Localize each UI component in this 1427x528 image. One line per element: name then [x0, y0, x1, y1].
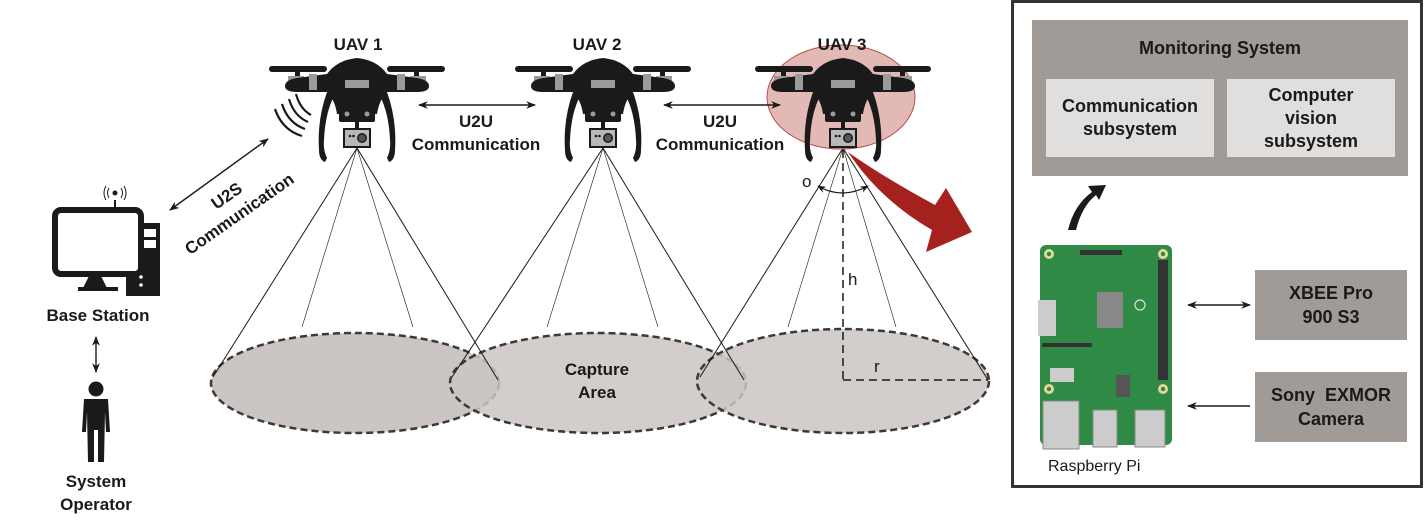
height-label: h	[848, 270, 857, 289]
computer-vision-subsystem-box[interactable]: Computer vision subsystem	[1227, 79, 1395, 157]
u2s-arrow	[169, 138, 269, 211]
capture-areas	[209, 327, 991, 435]
camera-module-label: Sony EXMOR Camera	[1270, 385, 1397, 429]
callout-arrow-icon	[848, 152, 972, 252]
uav-3-label: UAV 3	[818, 35, 867, 54]
computer-vision-subsystem-label: Computer vision subsystem	[1263, 84, 1359, 151]
camera-module-box[interactable]: Sony EXMOR Camera	[1255, 372, 1407, 442]
u2u-label-2b: Communication	[656, 135, 784, 154]
xbee-module-box[interactable]: XBEE Pro 900 S3	[1255, 270, 1407, 340]
communication-subsystem-box[interactable]: Communication subsystem	[1046, 79, 1214, 157]
fov-cone-2	[451, 147, 745, 381]
fov-angle-label: o	[802, 172, 811, 191]
capture-area-3	[695, 327, 991, 435]
u2u-label-1a: U2U	[459, 112, 493, 131]
raspberry-pi-label: Raspberry Pi	[1048, 458, 1141, 475]
capture-area-label-2: Area	[578, 383, 616, 402]
u2u-label-1b: Communication	[412, 135, 540, 154]
hardware-panel	[1011, 0, 1423, 488]
base-station-icon[interactable]	[52, 185, 160, 296]
monitoring-system-box: Monitoring System Communication subsyste…	[1032, 20, 1408, 176]
operator-icon	[82, 381, 110, 462]
u2s-label-b: Communication	[181, 169, 297, 258]
capture-area-label-1: Capture	[565, 360, 629, 379]
operator-label-2: Operator	[60, 495, 132, 514]
operator-label-1: System	[66, 472, 126, 491]
signal-waves-icon	[273, 93, 312, 138]
fov-cones	[212, 147, 989, 381]
base-station-label: Base Station	[47, 306, 150, 325]
uav-1-label: UAV 1	[334, 35, 383, 54]
communication-subsystem-label: Communication subsystem	[1061, 96, 1198, 139]
fov-cone-1	[212, 147, 499, 381]
uav-2-label: UAV 2	[573, 35, 622, 54]
xbee-module-label: XBEE Pro 900 S3	[1288, 283, 1374, 327]
u2u-label-2a: U2U	[703, 112, 737, 131]
fov-angle-arc	[817, 185, 869, 194]
monitoring-system-title: Monitoring System	[1138, 38, 1301, 58]
radius-label: r	[874, 357, 880, 376]
